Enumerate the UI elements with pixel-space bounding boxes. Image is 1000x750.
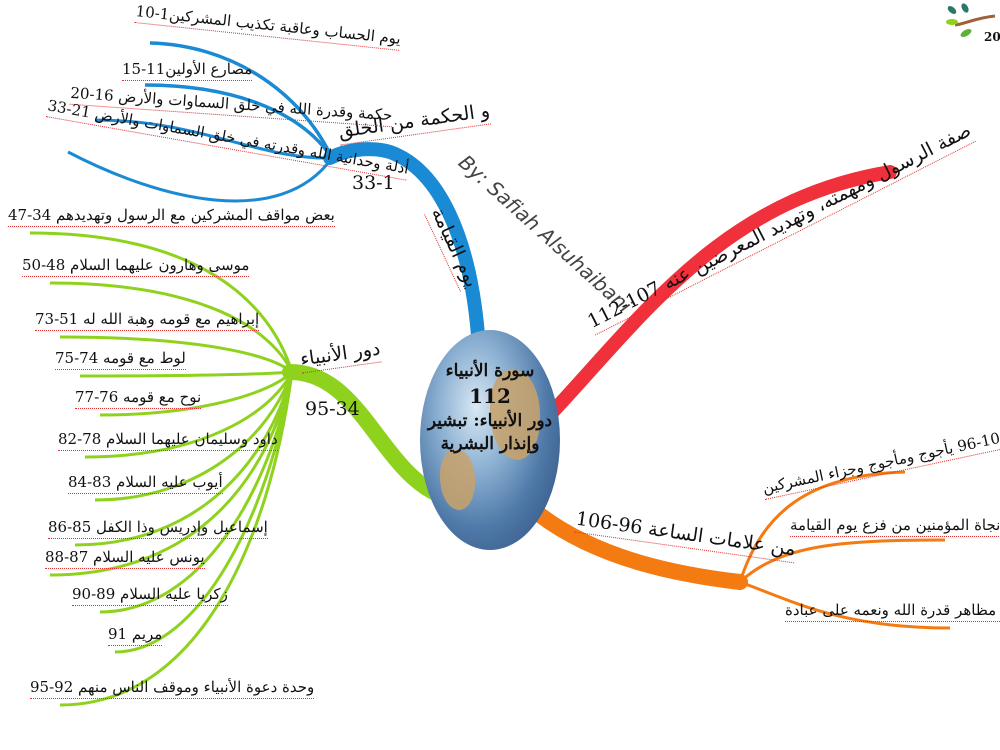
green-sub-branch (59, 335, 293, 374)
green-sub-branch (49, 281, 294, 373)
green-item: وحدة دعوة الأنبياء وموقف الناس منهم 92-9… (30, 678, 315, 699)
green-item: نوح مع قومه 76-77 (75, 388, 202, 409)
tree-branch-icon (946, 3, 996, 37)
blue-sub-branch (94, 118, 333, 160)
orange-item: 104-106 من مظاهر قدرة الله ونعمه على عبا… (785, 601, 1000, 622)
orange-sub-branch (738, 470, 906, 583)
green-item: زكريا عليه السلام 89-90 (72, 585, 228, 606)
green-sub-branch (59, 371, 294, 707)
green-sub-branch (99, 371, 294, 614)
blue-branch-range: 33-1 (352, 172, 395, 194)
green-item: بعض مواقف المشركين مع الرسول وتهديدهم 34… (8, 206, 335, 227)
green-sub-branch (99, 370, 294, 417)
green-item: يونس عليه السلام 87-88 (45, 548, 205, 569)
page-number: 20 (984, 30, 1000, 44)
green-branch-range: 95-34 (305, 398, 360, 420)
center-globe: سورة الأنبياء 112 دور الأنبياء: تبشير وإ… (420, 330, 560, 550)
blue-sub-branch (67, 150, 334, 203)
green-sub-branch (74, 371, 294, 547)
orange-sub-branch (739, 580, 951, 630)
green-item: إسماعيل وإدريس وذا الكفل 85-86 (48, 518, 268, 539)
orange-item: 101-103نجاة المؤمنين من فزع يوم القيامة (790, 516, 1000, 537)
green-item: مريم 91 (108, 625, 163, 646)
green-sub-branch (84, 371, 294, 459)
center-subtitle: دور الأنبياء: تبشير وإنذار البشرية (427, 410, 553, 454)
orange-main-branch (532, 507, 748, 590)
green-main-branch (282, 364, 448, 503)
blue-sub-branch (149, 41, 334, 159)
green-sub-branch (49, 371, 294, 577)
green-sub-branch (79, 370, 293, 378)
center-title: سورة الأنبياء (445, 361, 535, 381)
green-item: لوط مع قومه 74-75 (55, 349, 186, 370)
blue-main-branch (323, 142, 485, 342)
center-count: 112 (469, 383, 511, 408)
orange-sub-branch (738, 538, 946, 584)
green-sub-branch (114, 371, 294, 654)
green-sub-branch (94, 371, 294, 502)
red-main-branch (538, 165, 897, 427)
green-item: موسى وهارون عليهما السلام 48-50 (22, 256, 250, 277)
blue-item: مصارع الأولين11-15 (122, 60, 253, 81)
green-item: داود وسليمان عليهما السلام 78-82 (58, 430, 278, 451)
green-sub-branch (29, 231, 294, 373)
blue-sub-branch (144, 83, 334, 159)
green-item: إبراهيم مع قومه وهبة الله له 51-73 (35, 310, 260, 331)
green-item: أيوب عليه السلام 83-84 (68, 473, 223, 494)
